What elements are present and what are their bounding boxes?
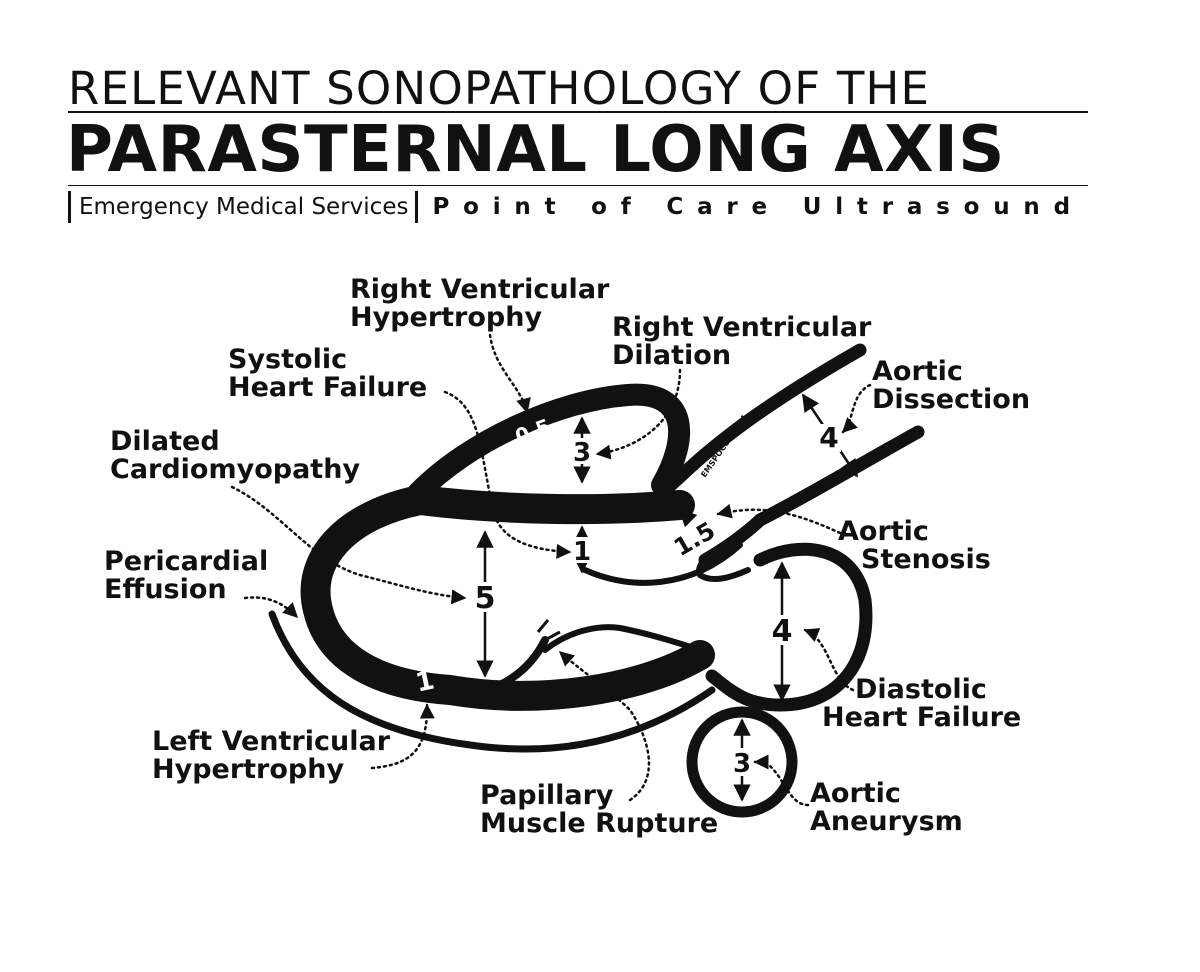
label-lv-hypertrophy-line1: Left Ventricular xyxy=(152,726,391,757)
label-papillary-line2: Muscle Rupture xyxy=(480,808,719,839)
leader-lv-hypertrophy xyxy=(370,703,435,770)
leader-diastolic-hf xyxy=(803,628,855,692)
title-rule-top xyxy=(68,111,1088,113)
label-diastolic-hf: Diastolic Heart Failure xyxy=(822,676,1021,732)
subtitle-bar: Emergency Medical Services Point of Care… xyxy=(68,189,1088,225)
posterior-mitral-leaflet xyxy=(542,624,703,653)
label-rv-dilation-line2: Dilation xyxy=(612,340,732,371)
left-atrium-wall xyxy=(705,542,873,712)
leader-pericardial-effusion xyxy=(243,596,299,619)
lv-septum-wall xyxy=(300,484,715,711)
aortic-root-posterior-wall xyxy=(698,425,925,567)
leader-rv-hypertrophy xyxy=(488,333,531,414)
rv-size-backdrop xyxy=(571,438,593,464)
aortic-root-backdrop xyxy=(817,424,841,452)
leader-rv-dilation xyxy=(595,368,682,460)
desc-aorta-value: 3 xyxy=(733,749,751,779)
label-pericardial-effusion: Pericardial Effusion xyxy=(104,548,268,604)
label-aortic-stenosis-line2: Stenosis xyxy=(861,544,991,575)
aortic-root-anterior-wall xyxy=(658,343,867,497)
lv-wall-value: 1 xyxy=(413,665,437,698)
leader-aortic-aneurysm xyxy=(753,754,810,807)
label-systolic-hf: Systolic Heart Failure xyxy=(228,346,427,402)
label-papillary: Papillary Muscle Rupture xyxy=(480,782,718,838)
label-aortic-dissection-line2: Dissection xyxy=(872,384,1031,415)
lv-size-backdrop xyxy=(472,582,498,612)
label-papillary-line1: Papillary xyxy=(480,780,614,811)
label-rv-dilation: Right Ventricular Dilation xyxy=(612,314,871,370)
label-aortic-dissection: Aortic Dissection xyxy=(872,358,1030,414)
aortic-valve-cusp xyxy=(696,542,751,583)
leader-systolic-hf xyxy=(443,390,572,559)
la-size-backdrop xyxy=(769,615,795,645)
papillary-chord-a xyxy=(536,619,550,633)
desc-aorta-backdrop xyxy=(730,748,754,776)
label-pericardial-effusion-line1: Pericardial xyxy=(104,546,269,577)
label-diastolic-hf-line2: Heart Failure xyxy=(822,702,1022,733)
leader-aortic-dissection xyxy=(841,383,872,434)
label-dilated-cm-line2: Cardiomyopathy xyxy=(110,454,361,485)
aortic-root-value: 4 xyxy=(819,421,838,454)
label-aortic-aneurysm-line1: Aortic xyxy=(810,778,901,809)
subtitle-divider-mid xyxy=(415,191,419,223)
label-lv-hypertrophy-line2: Hypertrophy xyxy=(152,754,345,785)
label-diastolic-hf-line1: Diastolic xyxy=(855,674,987,705)
pericardium-line xyxy=(268,610,716,753)
subtitle-pocus: Point of Care Ultrasound xyxy=(432,194,1084,220)
label-aortic-stenosis: Aortic Stenosis xyxy=(838,518,991,574)
label-rv-hypertrophy: Right Ventricular Hypertrophy xyxy=(350,276,609,332)
title-line-2: PARASTERNAL LONG AXIS xyxy=(66,113,1005,187)
septum-backdrop xyxy=(571,537,593,563)
title-line-1: RELEVANT SONOPATHOLOGY OF THE xyxy=(68,62,931,115)
label-aortic-dissection-line1: Aortic xyxy=(872,356,963,387)
lv-size-value: 5 xyxy=(475,581,496,616)
label-rv-hypertrophy-line1: Right Ventricular xyxy=(350,274,610,305)
leader-aortic-stenosis xyxy=(716,503,842,535)
papillary-chord-b xyxy=(544,630,561,642)
septum-value: 1 xyxy=(573,537,591,567)
label-systolic-hf-line1: Systolic xyxy=(228,344,348,375)
la-size-value: 4 xyxy=(772,614,793,649)
label-pericardial-effusion-line2: Effusion xyxy=(104,574,227,605)
label-systolic-hf-line2: Heart Failure xyxy=(228,372,428,403)
label-aortic-aneurysm-line2: Aneurysm xyxy=(810,806,963,837)
descending-aorta xyxy=(686,706,798,818)
rv-free-wall xyxy=(407,383,691,504)
subtitle-ems: Emergency Medical Services xyxy=(79,194,409,220)
leader-dilated-cm xyxy=(230,485,467,605)
label-lv-hypertrophy: Left Ventricular Hypertrophy xyxy=(152,728,390,784)
title-rule-bottom xyxy=(68,185,1088,186)
anterior-mitral-leaflet xyxy=(582,542,743,586)
label-aortic-stenosis-line1: Aortic xyxy=(838,516,929,547)
papillary-muscle xyxy=(496,636,549,689)
label-rv-dilation-line1: Right Ventricular xyxy=(612,312,872,343)
label-dilated-cm-line1: Dilated xyxy=(110,426,220,457)
label-rv-hypertrophy-line2: Hypertrophy xyxy=(350,302,543,333)
label-aortic-aneurysm: Aortic Aneurysm xyxy=(810,780,963,836)
label-dilated-cm: Dilated Cardiomyopathy xyxy=(110,428,360,484)
rv-size-value: 3 xyxy=(573,438,591,468)
aortic-valve-arrow-a xyxy=(678,508,698,528)
subtitle-divider-left xyxy=(68,191,71,223)
leader-papillary xyxy=(558,650,651,802)
